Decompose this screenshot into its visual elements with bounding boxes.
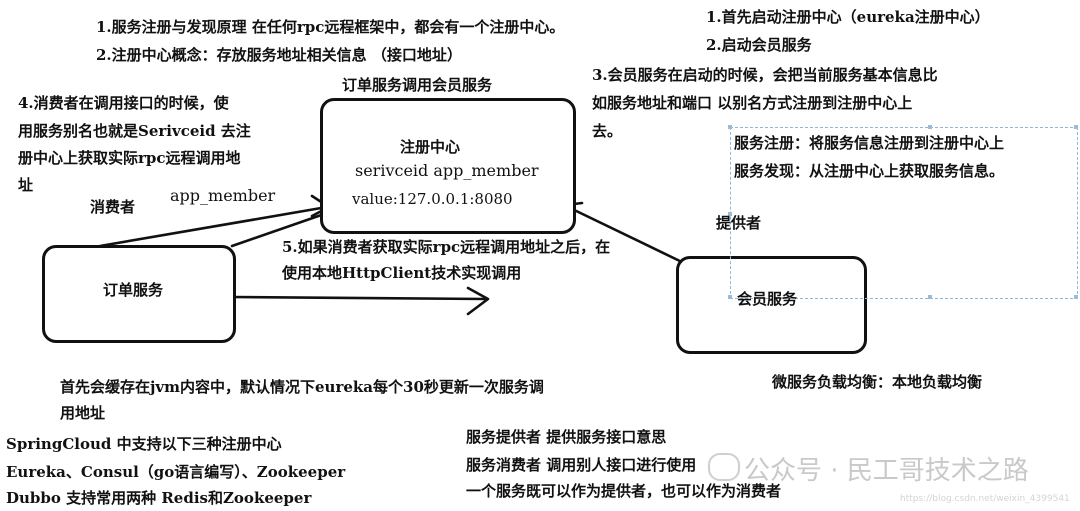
arrowhead-order-member — [466, 286, 490, 316]
selection-handle — [928, 295, 932, 299]
registry-box — [320, 98, 576, 234]
note-order-calls-member: 订单服务调用会员服务 — [342, 76, 493, 94]
note-step5-line2: 使用本地HttpClient技术实现调用 — [282, 264, 522, 282]
label-provider: 提供者 — [716, 214, 762, 232]
note-top-right-1: 1.首先启动注册中心（eureka注册中心） — [706, 8, 990, 26]
note-service-discover: 服务发现：从注册中心上获取服务信息。 — [734, 162, 1005, 180]
note-step4-line3: 册中心上获取实际rpc远程调用地 — [18, 149, 241, 167]
line-registry-to-order — [230, 210, 332, 248]
registry-value: value:127.0.0.1:8080 — [352, 190, 513, 208]
note-step3-line2: 如服务地址和端口 以别名方式注册到注册中心上 — [592, 94, 913, 112]
note-both-def: 一个服务既可以作为提供者，也可以作为消费者 — [466, 482, 782, 500]
note-step3-line3: 去。 — [592, 122, 623, 140]
selection-handle — [728, 212, 732, 216]
selection-handle — [728, 125, 732, 129]
member-service-label: 会员服务 — [737, 290, 798, 308]
note-step4-line2: 用服务别名也就是Serivceid 去注 — [18, 122, 251, 140]
watermark-url: https://blog.csdn.net/weixin_4399541 — [900, 494, 1070, 504]
note-springcloud-1: SpringCloud 中支持以下三种注册中心 — [6, 435, 282, 453]
selection-handle — [728, 295, 732, 299]
wechat-icon — [708, 453, 740, 481]
label-consumer: 消费者 — [90, 198, 136, 216]
note-top-left-2: 2.注册中心概念：存放服务地址相关信息 （接口地址） — [96, 46, 462, 64]
note-step5-line1: 5.如果消费者获取实际rpc远程调用地址之后，在 — [282, 238, 611, 256]
note-consumer-def: 服务消费者 调用别人接口进行使用 — [466, 456, 697, 474]
watermark-text: 公众号 · 民工哥技术之路 — [744, 456, 1029, 486]
note-load-balance: 微服务负载均衡：本地负载均衡 — [772, 373, 983, 391]
selection-handle — [928, 125, 932, 129]
note-springcloud-2: Eureka、Consul（go语言编写）、Zookeeper — [6, 463, 346, 481]
note-dubbo: Dubbo 支持常用两种 Redis和Zookeeper — [6, 489, 312, 507]
selection-handle — [1074, 295, 1078, 299]
note-top-right-2: 2.启动会员服务 — [706, 36, 812, 54]
label-app-member: app_member — [170, 186, 276, 205]
arrow-provider-to-registry — [566, 205, 688, 266]
note-step3-line1: 3.会员服务在启动的时候，会把当前服务基本信息比 — [592, 66, 938, 84]
note-step4-line4: 址 — [18, 176, 34, 194]
note-provider-def: 服务提供者 提供服务接口意思 — [466, 428, 667, 446]
order-service-label: 订单服务 — [103, 281, 164, 299]
order-service-box — [42, 245, 236, 343]
note-cache-line2: 用地址 — [60, 404, 106, 422]
registry-serviceid: serivceid app_member — [355, 161, 539, 180]
note-service-register: 服务注册：将服务信息注册到注册中心上 — [734, 134, 1005, 152]
note-step4-line1: 4.消费者在调用接口的时候，使 — [18, 94, 229, 112]
note-top-left-1: 1.服务注册与发现原理 在任何rpc远程框架中，都会有一个注册中心。 — [96, 18, 565, 36]
arrow-order-to-member — [230, 295, 488, 301]
note-cache-line1: 首先会缓存在jvm内容中，默认情况下eureka每个30秒更新一次服务调 — [60, 378, 544, 396]
arrow-consumer-to-registry — [98, 205, 329, 248]
member-service-box — [676, 256, 867, 354]
registry-title: 注册中心 — [400, 138, 461, 156]
selection-handle — [1074, 125, 1078, 129]
